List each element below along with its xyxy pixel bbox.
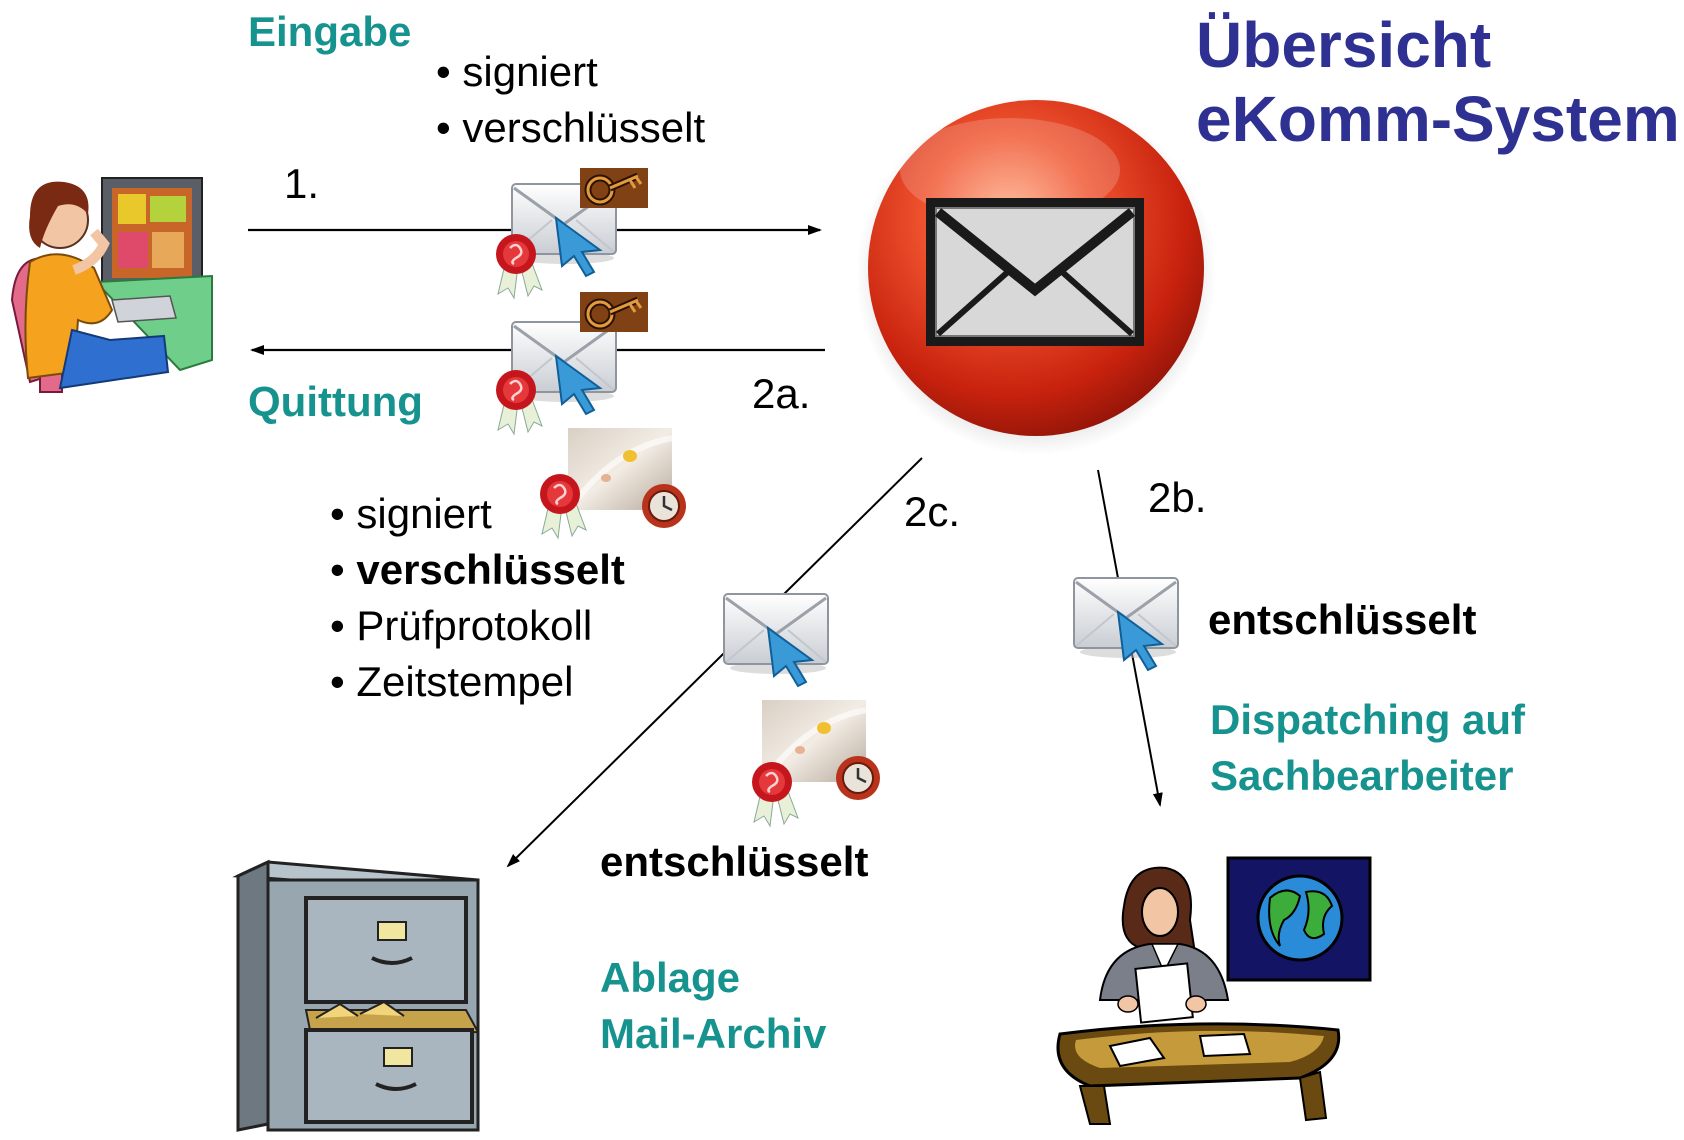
archive-decrypted-label: entschlüsselt xyxy=(600,838,869,885)
sender-person-icon xyxy=(10,177,213,393)
title-line-2: eKomm-System xyxy=(1196,83,1680,155)
page-title: Übersicht eKomm-System xyxy=(1196,8,1680,156)
step-1-label: 1. xyxy=(284,160,320,207)
receipt-envelope-icon xyxy=(494,292,648,436)
archive-document-icon xyxy=(750,700,880,828)
step-2c-label: 2c. xyxy=(904,488,961,535)
receipt-bullet-protocol: Prüfprotokoll xyxy=(330,598,625,654)
clerk-person-icon xyxy=(1056,856,1372,1125)
archive-label: Ablage Mail-Archiv xyxy=(600,950,826,1062)
filing-cabinet-icon xyxy=(232,859,480,1132)
dispatch-envelope-icon xyxy=(1072,576,1180,672)
signed-encrypted-envelope-icon xyxy=(494,168,648,300)
receipt-bullet-timestamp: Zeitstempel xyxy=(330,654,625,710)
step-2a-label: 2a. xyxy=(752,370,811,417)
receipt-bullet-signed: signiert xyxy=(330,486,625,542)
archive-label-line-2: Mail-Archiv xyxy=(600,1010,827,1057)
input-bullet-encrypted: verschlüsselt xyxy=(436,100,705,156)
receipt-bullet-encrypted: verschlüsselt xyxy=(330,542,625,598)
receipt-label: Quittung xyxy=(248,378,423,425)
input-bullet-list: signiert verschlüsselt xyxy=(436,44,705,156)
arrow-step-2c xyxy=(506,457,923,868)
archive-label-line-1: Ablage xyxy=(600,954,741,1001)
archive-envelope-icon xyxy=(722,592,830,688)
input-bullet-signed: signiert xyxy=(436,44,705,100)
receipt-bullet-list: signiert verschlüsselt Prüfprotokoll Zei… xyxy=(330,486,625,710)
title-line-1: Übersicht xyxy=(1196,9,1492,81)
step-2b-label: 2b. xyxy=(1148,474,1207,521)
dispatch-label: Dispatching auf Sachbearbeiter xyxy=(1210,692,1525,804)
dispatch-decrypted-label: entschlüsselt xyxy=(1208,596,1477,643)
dispatch-label-line-2: Sachbearbeiter xyxy=(1210,752,1514,799)
mail-hub-icon xyxy=(856,95,1216,455)
input-label: Eingabe xyxy=(248,8,412,55)
dispatch-label-line-1: Dispatching auf xyxy=(1210,696,1526,743)
